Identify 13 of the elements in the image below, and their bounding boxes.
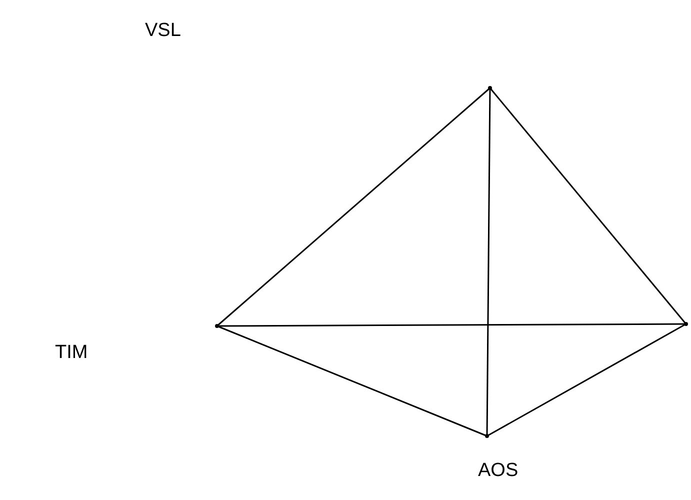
vertex-point xyxy=(215,324,219,328)
vertex-point xyxy=(488,86,492,90)
edge-line xyxy=(217,323,686,327)
edge-line xyxy=(216,87,490,327)
vertex-point xyxy=(485,434,489,438)
edge-line xyxy=(489,88,687,324)
edge-line xyxy=(486,323,686,437)
vertex-label: AOS xyxy=(478,460,518,482)
vertex-label: VSL xyxy=(145,20,181,42)
vertex-point xyxy=(684,322,688,326)
edge-line xyxy=(486,88,491,436)
vertex-label: TIM xyxy=(55,342,88,364)
edge-line xyxy=(216,325,488,437)
